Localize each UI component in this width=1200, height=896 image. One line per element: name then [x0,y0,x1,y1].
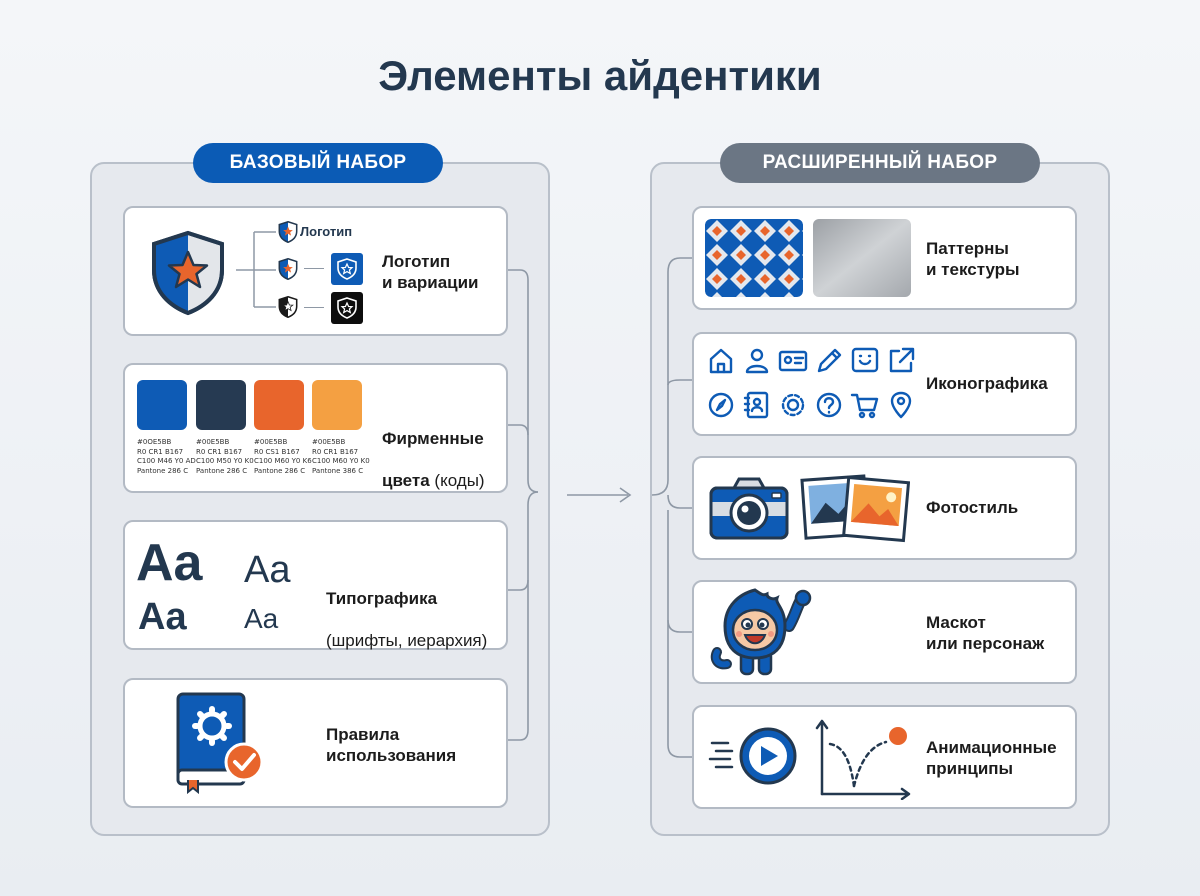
home-icon [709,348,733,374]
logo-variant-link [304,268,324,269]
colors-card-title: Фирменные цвета (коды) [382,407,485,491]
shield-star-icon [152,230,224,316]
motion-curve-icon [815,719,911,800]
color-code-amber: #00E5BB R0 CR1 B167 C100 M60 Y0 K0 Panto… [312,438,370,475]
small-logo-icon [278,221,298,243]
id-card-icon [778,350,808,372]
pencil-icon [817,348,842,373]
typography-card-title: Типографика (шрифты, иерархия) [326,567,487,651]
gear-icon [781,393,805,417]
extended-set-label: РАСШИРЕННЫЙ НАБОР [720,143,1040,183]
compass-icon [708,392,734,418]
color-swatch-primary [137,380,187,430]
logo-variants-tree-lines [236,231,276,308]
help-icon [816,392,842,418]
color-swatch-orange [254,380,304,430]
color-code-orange: #00E5BB R0 CS1 B167 C100 M60 Y0 K6 Panto… [254,438,312,475]
card-typography [123,520,508,650]
logo-mini-label: Логотип [300,224,353,239]
typography-title: Типографика [326,589,438,608]
icon-grid [708,347,915,419]
logo-inverse-black-variant [331,292,363,324]
photo-style-card-title: Фотостиль [926,498,1019,517]
contacts-icon [743,391,769,419]
mascot-card-title: Маскот или персонаж [926,613,1045,653]
mascot-character-icon [710,588,812,676]
colors-title-line2: цвета [382,471,430,490]
color-code-navy: #00E5BB R0 CR1 B167 C100 M50 Y0 K0 Panto… [196,438,254,475]
page-title: Элементы айдентики [378,52,822,99]
logo-variant-link [304,307,324,308]
basic-set-label: БАЗОВЫЙ НАБОР [193,143,443,183]
patterns-card-title: Паттерны и текстуры [926,239,1020,279]
texture-swatch [813,219,911,297]
typo-sample-bold-small: Aa [138,596,187,638]
logo-card-title: Логотип и вариации [382,252,479,292]
play-motion-icon [708,727,797,785]
logo-color-variant-icon [278,258,298,280]
animation-card-title: Анимационные принципы [926,738,1057,778]
user-icon [745,348,769,374]
typo-sample-light: Aa [244,549,291,591]
brand-book-icon [176,692,264,794]
colors-title-codes: (коды) [429,471,485,490]
iconography-card-title: Иконографика [926,374,1048,393]
gear-icon [192,706,232,746]
color-swatch-amber [312,380,362,430]
shield-outline-icon [337,297,357,319]
map-pin-icon [890,391,912,419]
typo-sample-heavy: Aa [136,534,203,592]
external-link-icon [889,347,915,373]
geometric-pattern-swatch [705,219,803,297]
logo-inverse-blue-variant [331,253,363,285]
smile-icon [851,347,879,373]
rules-card-title: Правила использования [326,725,457,765]
photo-prints-icon [800,474,910,543]
color-swatch-navy [196,380,246,430]
typography-subtitle: (шрифты, иерархия) [326,631,488,650]
cart-icon [850,393,879,419]
shield-outline-icon [337,258,357,280]
color-code-primary: #0OE5BB R0 CR1 B167 C100 M46 Y0 AD Panto… [137,438,196,475]
typo-sample-regular-small: Aa [244,603,279,634]
logo-mono-variant-icon [278,296,298,318]
colors-title-line1: Фирменные [382,429,484,448]
camera-icon [709,477,789,540]
